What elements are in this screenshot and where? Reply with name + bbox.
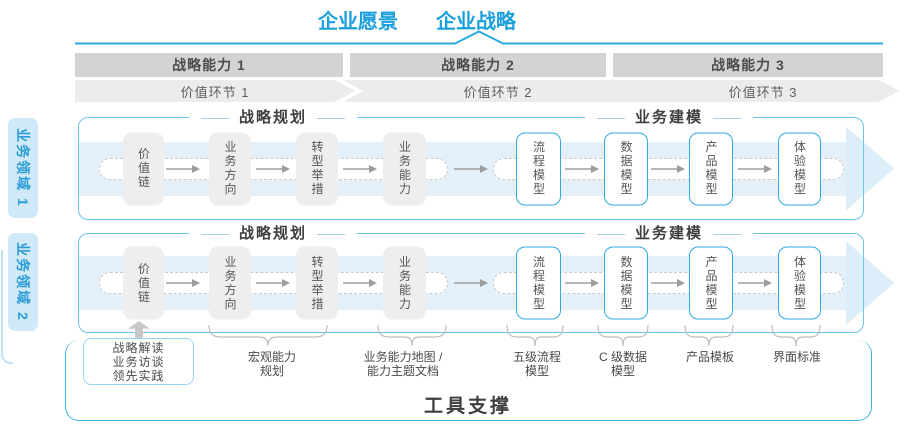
row-right-border [863,244,864,322]
vision-title: 企业愿景 [318,11,398,33]
process-box-transformation: 转型举措 [296,132,338,205]
tools-container [65,340,872,421]
domain-label-1: 业务领域 1 [8,118,38,218]
flow-arrow-icon [454,279,488,287]
flow-arrow-icon [343,279,377,287]
flow-arrowhead-icon [846,126,894,211]
flow-arrow-icon [256,279,290,287]
stage-title-planning: 战略规划 [188,224,358,243]
model-box-product: 产品模型 [689,246,733,320]
row-right-border [863,128,864,209]
value-link-chevron: 价值环节 2 [343,80,639,102]
capability-bar-label: 战略能力 3 [711,57,785,73]
flow-arrow-icon [738,279,772,287]
flow-arrow-icon [454,164,488,173]
interview-line: 业务访谈 [112,354,165,369]
stage-title-modeling: 业务建模 [584,224,754,243]
left-bracket-edge [1,250,13,364]
annotation-capability-map: 业务能力地图 / 能力主题文档 [363,350,443,378]
model-box-experience: 体验模型 [778,132,821,205]
flow-arrow-icon [166,279,200,287]
underbrace-icon [208,324,328,347]
capability-bar: 战略能力 2 [350,53,606,77]
annotation-ui-standard: 界面标准 [772,350,822,364]
annotation-macro-capability: 宏观能力 规划 [247,350,297,378]
annotation-product-template: 产品模板 [685,350,735,364]
value-link-chevron: 价值环节 1 [75,80,355,102]
underbrace-icon [506,324,564,347]
strategy-title: 企业战略 [436,11,516,33]
domain-label-text: 业务领域 2 [15,242,31,322]
flow-arrow-icon [256,164,290,173]
annotation-process-model: 五级流程 模型 [512,350,562,378]
value-link-label: 价值环节 2 [463,84,533,100]
interview-line: 战略解读 [112,340,165,355]
flow-arrow-icon [651,164,685,173]
capability-bar: 战略能力 3 [613,53,883,77]
domain-row-2: 价值链 业务方向 转型举措 业务能力 流程模型 数据模型 产品模型 体验模型 战… [78,224,894,333]
model-box-product: 产品模型 [689,132,733,205]
main-title: 企业愿景 企业战略 [318,5,516,34]
process-box-business-direction: 业务方向 [209,132,251,205]
process-box-transformation: 转型举措 [296,246,338,320]
underbrace-icon [684,324,734,347]
model-box-data: 数据模型 [604,132,648,205]
flow-arrow-icon [651,279,685,287]
process-box-business-capability: 业务能力 [383,246,426,320]
process-box-value-chain: 价值链 [123,132,164,205]
value-link-label: 价值环节 1 [180,84,250,100]
flow-arrow-icon [738,164,772,173]
value-link-label: 价值环节 3 [728,84,798,100]
domain-label-2: 业务领域 2 [8,233,38,331]
interview-line: 领先实践 [112,368,165,383]
flow-arrow-icon [166,164,200,173]
interview-box: 战略解读 业务访谈 领先实践 [83,338,194,385]
underbrace-icon [597,324,649,347]
flow-arrow-icon [565,279,599,287]
annotation-data-model: C 级数据 模型 [598,350,648,378]
process-box-business-direction: 业务方向 [209,246,251,320]
peak-line-icon [75,30,883,45]
capability-bar: 战略能力 1 [75,53,343,77]
tools-title: 工具支撑 [423,396,513,417]
domain-label-text: 业务领域 1 [15,128,31,208]
underbrace-icon [377,324,447,347]
capability-bar-label: 战略能力 1 [172,57,246,73]
model-box-data: 数据模型 [604,246,648,320]
model-box-experience: 体验模型 [778,246,821,320]
stage-title-planning: 战略规划 [188,108,358,127]
process-box-business-capability: 业务能力 [383,132,426,205]
flow-arrow-icon [565,164,599,173]
value-link-chevron: 价值环节 3 [613,80,899,102]
flow-arrowhead-icon [846,241,894,325]
process-box-value-chain: 价值链 [123,246,164,320]
model-box-process: 流程模型 [516,132,561,205]
model-box-process: 流程模型 [516,246,561,320]
capability-bar-label: 战略能力 2 [441,57,515,73]
flow-arrow-icon [343,164,377,173]
stage-title-modeling: 业务建模 [584,108,754,127]
underbrace-icon [771,324,821,347]
domain-row-1: 价值链 业务方向 转型举措 业务能力 流程模型 数据模型 产品模型 体验模型 战… [78,108,894,220]
